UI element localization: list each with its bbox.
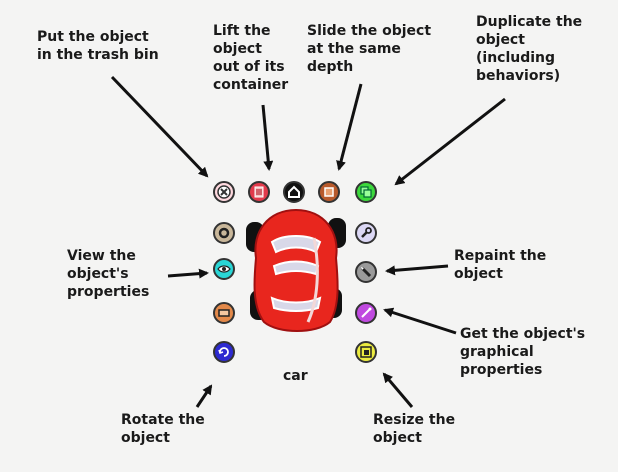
debug-handle[interactable] bbox=[355, 222, 377, 244]
menu-handle[interactable] bbox=[213, 222, 235, 244]
label-repaint: Repaint the object bbox=[454, 248, 547, 282]
x-icon bbox=[217, 185, 231, 199]
car-object[interactable] bbox=[244, 208, 348, 334]
label-resize: Resize the object bbox=[373, 412, 456, 446]
arrow-resize bbox=[382, 372, 414, 408]
slide-depth-handle[interactable] bbox=[318, 181, 340, 203]
pen-icon bbox=[361, 307, 372, 318]
rotate-icon bbox=[218, 347, 229, 357]
label-duplicate: Duplicate the object (including behavior… bbox=[476, 14, 583, 84]
label-slide: Slide the object at the same depth bbox=[307, 23, 432, 75]
arrow-slide bbox=[336, 83, 363, 171]
label-lift: Lift the object out of its container bbox=[213, 23, 289, 93]
list-icon bbox=[254, 186, 264, 198]
car-stripe bbox=[306, 237, 319, 323]
arrow-lift bbox=[261, 104, 274, 171]
trash-handle[interactable] bbox=[213, 181, 235, 203]
square-icon bbox=[324, 187, 334, 197]
copy-icon bbox=[360, 186, 372, 198]
arrow-duplicate bbox=[394, 97, 506, 186]
arrow-rotate bbox=[195, 384, 213, 408]
arrow-repaint bbox=[385, 264, 449, 276]
resize-icon bbox=[360, 346, 372, 358]
view-handle[interactable] bbox=[213, 258, 235, 280]
label-rotate: Rotate the object bbox=[121, 412, 205, 446]
rect-icon bbox=[218, 309, 230, 317]
object-name-label: car bbox=[283, 368, 308, 384]
arrow-graphical bbox=[383, 307, 457, 335]
brush-icon bbox=[360, 266, 372, 278]
label-graphical: Get the object's graphical properties bbox=[460, 326, 586, 378]
wrench-icon bbox=[361, 227, 372, 238]
rotate-handle[interactable] bbox=[213, 341, 235, 363]
resize-handle[interactable] bbox=[355, 341, 377, 363]
graphical-handle[interactable] bbox=[355, 302, 377, 324]
duplicate-handle[interactable] bbox=[355, 181, 377, 203]
arrow-trash bbox=[110, 75, 209, 178]
repaint-handle[interactable] bbox=[355, 261, 377, 283]
eye-icon bbox=[217, 265, 231, 273]
slide-handle[interactable] bbox=[283, 181, 305, 203]
house-icon bbox=[288, 185, 300, 198]
lift-handle[interactable] bbox=[248, 181, 270, 203]
label-trash: Put the object in the trash bin bbox=[37, 29, 159, 63]
car-roof-window bbox=[272, 260, 320, 276]
collapse-handle[interactable] bbox=[213, 302, 235, 324]
car-rear-window bbox=[270, 296, 322, 312]
arrow-view bbox=[167, 268, 209, 279]
ring-icon bbox=[218, 227, 230, 239]
label-view: View the object's properties bbox=[67, 248, 150, 300]
